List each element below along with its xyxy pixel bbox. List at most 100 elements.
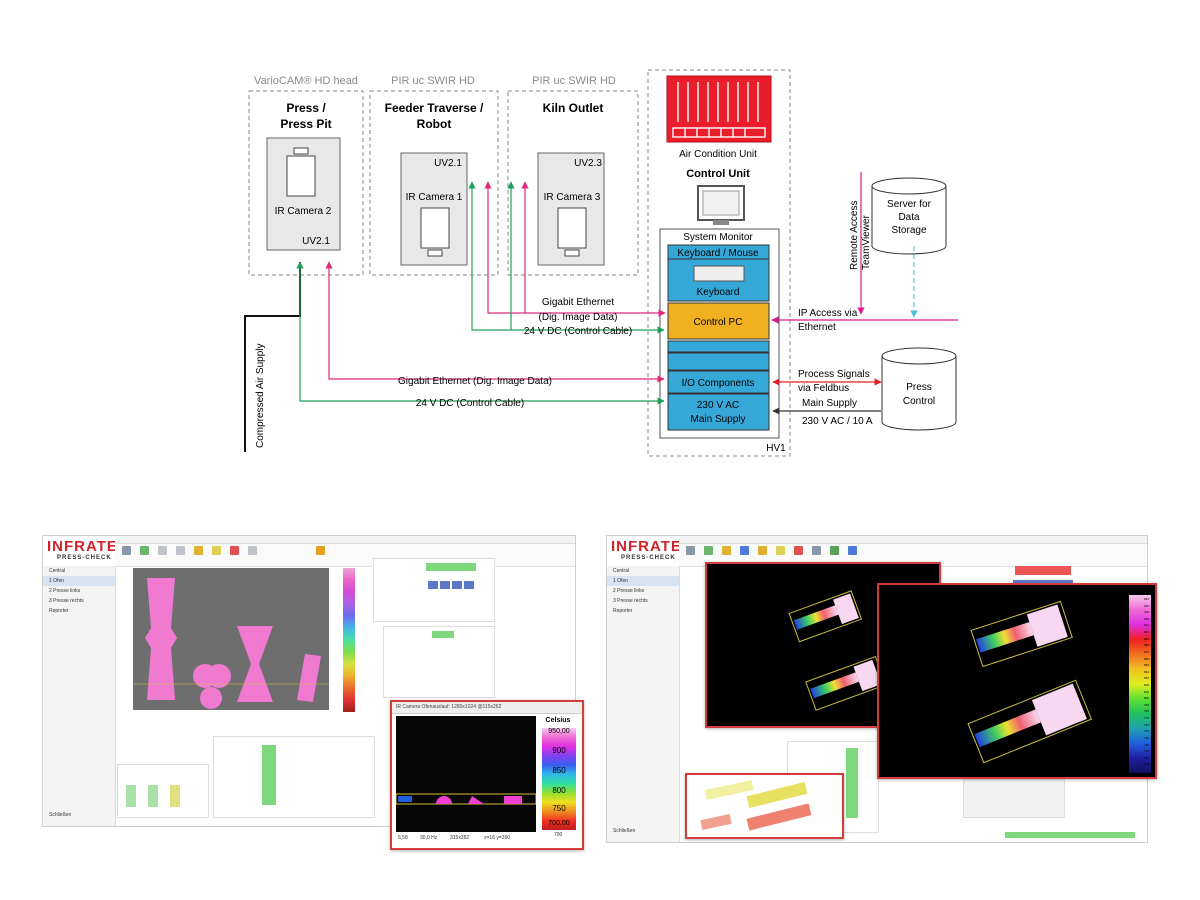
nav-item-central[interactable]: Central [613, 568, 630, 574]
toolbar-button-6[interactable] [773, 546, 787, 564]
preset-button-4[interactable] [464, 581, 474, 589]
toolbar-button-5[interactable] [755, 546, 769, 564]
toolbar-button-2[interactable] [137, 546, 151, 564]
enlarged-tick-label: 890 [1143, 636, 1149, 641]
zoom-status-3: 315x262 [450, 835, 470, 841]
window-titlebar [115, 536, 575, 544]
zoom-status-2: 30,0 Hz [420, 835, 438, 841]
sidebar-nav-right: Central 1 Ofen 2 Presse links 3 Presse r… [607, 566, 680, 842]
toolbar-button-8[interactable] [245, 546, 259, 564]
keyboard-mouse-label: Keyboard / Mouse [677, 248, 759, 259]
gige-top-label-2: (Dig. Image Data) [539, 312, 618, 323]
nav-item-reporter[interactable]: Reporter [613, 608, 633, 614]
enlarged-tick-label: 880 [1143, 643, 1149, 648]
camera3-head-label: PIR uc SWIR HD [532, 75, 616, 87]
tool-icon [757, 546, 767, 555]
preset-button-2[interactable] [440, 581, 450, 589]
nav-item-ofen[interactable]: 1 Ofen [607, 576, 679, 586]
toolbar-button-7[interactable] [791, 546, 805, 564]
toolbar-button-10[interactable] [845, 546, 859, 564]
toolbar-button-1[interactable] [683, 546, 697, 564]
tool-icon [121, 546, 131, 555]
nav-item-ofen[interactable]: 1 Ofen [43, 576, 115, 586]
status-button[interactable] [426, 563, 476, 571]
apply-button[interactable] [432, 631, 454, 638]
enlarged-tick-label: 810 [1143, 689, 1149, 694]
dc-bottom-label: 24 V DC (Control Cable) [416, 398, 524, 409]
toolbar-button-1[interactable] [119, 546, 133, 564]
toolbar-button-4[interactable] [737, 546, 751, 564]
camera3-body-icon [557, 207, 587, 249]
enlarged-tick-label: 760 [1143, 722, 1149, 727]
camera1-title-2: Robot [417, 117, 452, 131]
nav-item-presse-links[interactable]: 2 Presse links [49, 588, 81, 594]
toolbar-button-9[interactable] [827, 546, 841, 564]
nav-item-presse-links[interactable]: 2 Presse links [613, 588, 645, 594]
compressed-air-label: Compressed Air Supply [255, 344, 266, 449]
camera3-title: Kiln Outlet [543, 101, 604, 115]
enlarged-tick-label: 910 [1143, 623, 1149, 628]
toolbar-button-2[interactable] [701, 546, 715, 564]
toolbar-button-8[interactable] [809, 546, 823, 564]
enlarged-tick-label: 860 [1143, 656, 1149, 661]
close-button[interactable]: Schließen [49, 812, 72, 818]
close-button-right[interactable]: Schließen [613, 828, 636, 834]
enlarged-tick-label: 700 [1143, 762, 1149, 767]
enlarged-scale-unit: Celsius [1129, 585, 1147, 591]
tool-icon [685, 546, 695, 555]
trend-bar-red-2 [700, 813, 732, 831]
supply-label-2: Main Supply [690, 414, 745, 425]
system-monitor-label: System Monitor [683, 232, 753, 243]
app-logo-right: INFRATEC. [611, 538, 699, 555]
enlarged-tick-label: 940 [1143, 603, 1149, 608]
zoom-bottom-value: 700 [554, 832, 563, 838]
ip-access-label-1: IP Access via [798, 308, 858, 319]
gige-top-label-1: Gigabit Ethernet [542, 297, 614, 308]
enlarged-tick-label: 820 [1143, 683, 1149, 687]
main-supply-label-2: 230 V AC / 10 A [802, 416, 873, 427]
tool-icon [739, 546, 749, 555]
preset-button-3[interactable] [452, 581, 462, 589]
warning-icon [229, 546, 239, 555]
enlarged-tick-label: 900 [1143, 630, 1149, 635]
hv1-label: HV1 [766, 443, 786, 454]
highlight-column [846, 748, 858, 818]
air-condition-fins-icon [672, 82, 766, 138]
zoom-thermal-view [395, 716, 537, 832]
nav-item-presse-rechts[interactable]: 3 Presse rechts [49, 598, 84, 604]
main-supply-label-1: Main Supply [802, 398, 857, 409]
control-unit-label: Control Unit [686, 168, 750, 180]
keyboard-icon [693, 265, 745, 282]
nav-item-reporter[interactable]: Reporter [49, 608, 69, 614]
preset-button-1[interactable] [428, 581, 438, 589]
camera3-name: IR Camera 3 [544, 192, 601, 203]
tool-icon [829, 546, 839, 555]
enlarged-tick-label: 710 [1143, 755, 1149, 760]
toolbar-button-5[interactable] [191, 546, 205, 564]
toolbar-button-7[interactable] [227, 546, 241, 564]
trend-bar-red [746, 803, 812, 831]
toolbar-button-6[interactable] [209, 546, 223, 564]
nav-item-presse-rechts[interactable]: 3 Presse rechts [613, 598, 648, 604]
zoom-color-scale [542, 728, 576, 830]
tool-icon [157, 546, 167, 555]
camera2-zone [248, 90, 364, 276]
toolbar-button-3[interactable] [719, 546, 733, 564]
data-panel-right [963, 776, 1065, 818]
right-controls-panel [373, 558, 495, 622]
table-highlight [262, 745, 276, 805]
zoom-scale-unit: Celsius [545, 717, 571, 724]
trend-panel [117, 764, 209, 818]
camera2-name: IR Camera 2 [275, 206, 332, 217]
enlarged-tick-label: 930 [1143, 610, 1149, 615]
settings-panel [383, 626, 495, 698]
thermal-color-scale [343, 568, 355, 712]
toolbar-button-3[interactable] [155, 546, 169, 564]
enlarged-tick-label: 720 [1143, 749, 1149, 754]
nav-item-central[interactable]: Central [49, 568, 66, 574]
toolbar-button-4[interactable] [173, 546, 187, 564]
air-condition-label: Air Condition Unit [679, 149, 757, 160]
thermal-image-view [133, 568, 329, 710]
toolbar-button-9[interactable] [313, 546, 327, 564]
